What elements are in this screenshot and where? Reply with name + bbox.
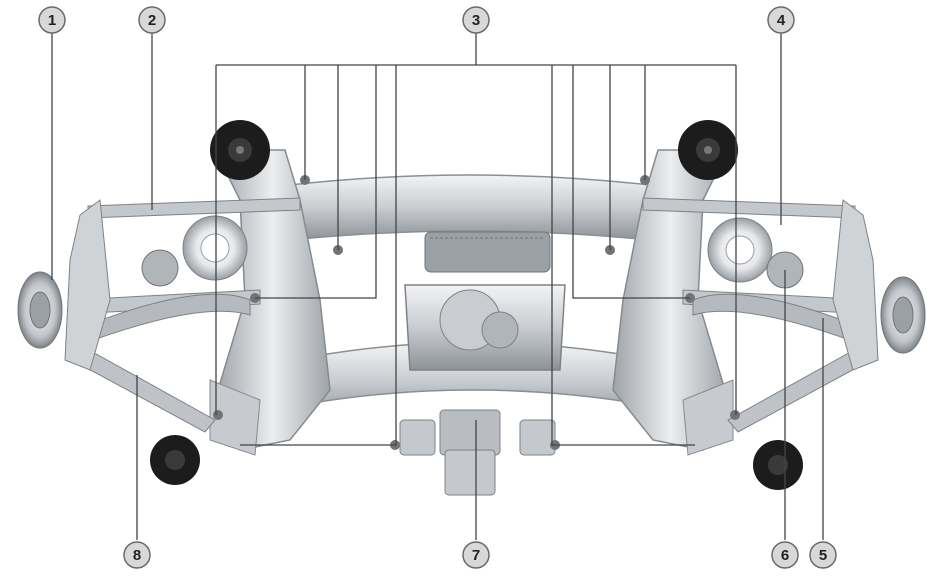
callout-2: 2 [138,6,166,34]
callout-marker-icon [767,6,795,34]
callout-marker-icon [771,541,799,569]
callout-5: 5 [809,541,837,569]
callout-marker-icon [462,6,490,34]
callout-4: 4 [767,6,795,34]
callout-marker-icon [38,6,66,34]
callout-marker-icon [809,541,837,569]
callout-marker-icon [138,6,166,34]
callout-marker-icon [462,541,490,569]
callout-label-1: 1 [48,12,56,29]
callout-label-2: 2 [148,12,156,29]
leader-lines [51,33,824,540]
left-suspension [17,197,301,433]
callout-3: 3 [462,6,490,34]
callout-label-7: 7 [472,547,480,564]
callout-7: 7 [462,541,490,569]
callout-label-8: 8 [133,547,141,564]
callout-label-5: 5 [819,547,827,564]
callout-6: 6 [771,541,799,569]
callout-label-3: 3 [472,12,480,29]
rear-differential [399,231,566,496]
subframe-mounts [150,120,803,490]
callout-label-4: 4 [777,12,786,29]
subframe [209,149,734,456]
callout-1: 1 [38,6,66,34]
callout-label-6: 6 [781,547,789,564]
callout-marker-icon [123,541,151,569]
right-suspension [642,197,926,433]
callout-8: 8 [123,541,151,569]
